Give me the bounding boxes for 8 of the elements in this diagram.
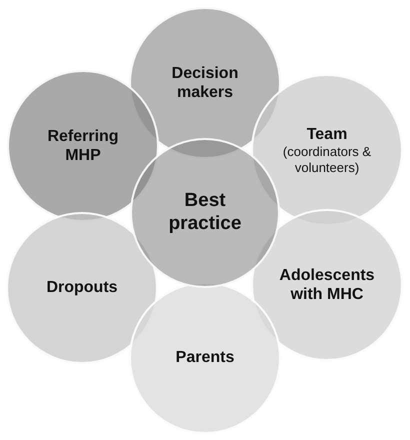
circle-label: Dropouts <box>46 278 118 298</box>
circle-label: Best practice <box>168 190 242 236</box>
circle-label: Adolescents with MHC <box>278 266 376 304</box>
circle-label: Referring MHP <box>46 126 120 166</box>
circle-label: Decision makers <box>170 64 240 102</box>
circle-subtext: (coordinators & volunteers) <box>282 144 372 176</box>
circle-label: Team <box>306 124 348 144</box>
circle-label: Parents <box>176 348 234 368</box>
